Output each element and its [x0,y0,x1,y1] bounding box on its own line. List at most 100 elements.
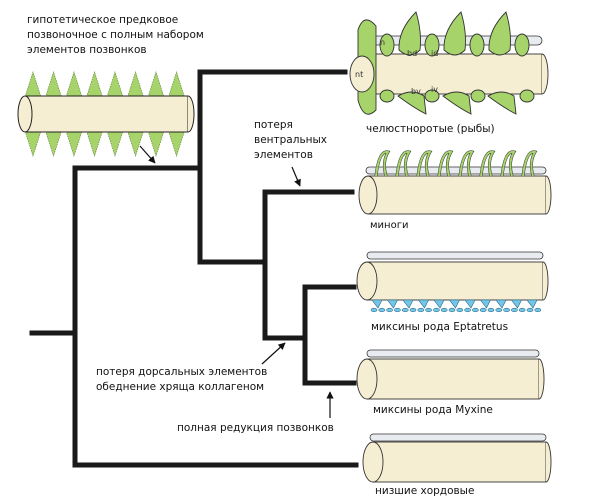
ventral-cartilage [433,299,445,309]
interdorsal-element [469,33,485,57]
annotation-line: потеря [254,119,293,131]
ventral-spike [127,130,144,157]
dorsal-spike [106,71,124,98]
taxon-label-lower-chordates: низшие хордовые [375,485,475,497]
label-id: id [431,49,438,58]
ventral-spike [86,130,103,157]
lamprey-arcualia [417,150,432,177]
ventral-cartilage-nodule [370,307,378,313]
interventral-element [470,89,486,103]
arrow-ventral-loss [291,166,301,187]
ventral-cartilage-nodule [518,307,526,313]
lamprey-arcualia [459,150,474,177]
ventral-cartilage-nodule [456,307,464,313]
taxon-label-eptatretus: миксины рода Eptatretus [371,321,509,333]
myxine-illustration [356,349,545,400]
basidorsal-element [398,11,421,56]
lamprey-arcualia [375,150,390,177]
lamprey-arcualia [438,150,453,177]
annotation-full-reduction: полная редукция позвонков [177,422,334,434]
interventral-element [519,89,535,103]
ventral-cartilage-nodule [409,307,417,313]
dorsal-spike [45,71,62,98]
ventral-cartilage [386,299,398,309]
ventral-cartilage [479,299,491,309]
ventral-cartilage [448,299,460,309]
eptatretus-illustration [356,251,549,313]
ventral-cartilage-nodule [526,307,534,313]
basiventral-element [397,91,427,115]
ventral-cartilage [464,299,476,309]
ventral-cartilage [371,299,383,309]
ventral-spike [106,130,124,157]
ventral-cartilage [417,299,429,309]
interdorsal-element [514,33,530,57]
ventral-cartilage-nodule [417,307,425,313]
ventral-cartilage-nodule [503,307,510,313]
ancestor-label-line: гипотетическое предковое [27,14,179,26]
basiventral-element [442,91,472,115]
ventral-cartilage-nodule [487,307,495,313]
label-bd: bd [407,49,417,58]
label-iv: iv [431,85,438,94]
interventral-element [424,89,440,103]
ventral-cartilage-nodule [534,307,542,313]
ancestor-label-line: элементов позвонков [27,44,147,56]
annotation-line: потеря дорсальных элементов [96,366,268,378]
lamprey-arcualia [501,150,516,177]
ancestor-label-line: позвоночное с полным набором [27,29,204,41]
basidorsal-element [443,11,466,56]
annotation-line: обеднение хряща коллагеном [96,381,265,393]
annotation-ventral-loss: потеря вентральных элементов [254,118,327,163]
lamprey-arcualia [396,150,411,177]
ventral-cartilage-nodule [511,307,518,313]
arrow-ancestor [139,145,156,164]
taxon-label-myxine: миксины рода Myxine [373,404,493,416]
dorsal-spike [86,71,103,98]
ventral-cartilage [402,299,414,309]
dorsal-spike [24,71,42,98]
basiventral-element [487,91,517,115]
interdorsal-element [379,33,395,57]
ancestor-illustration [17,71,195,157]
ventral-cartilage [510,299,522,309]
taxon-label-lampreys: миноги [370,220,409,231]
ventral-spike [24,130,42,157]
gnathostome-illustration: nt n bd id bv iv [349,11,549,115]
ventral-cartilage-nodule [495,307,503,313]
ventral-cartilage-nodule [440,307,448,313]
label-bv: bv [411,87,421,96]
ventral-cartilage-nodule [479,307,487,313]
ventral-cartilage-nodule [448,307,456,313]
annotation-arrows [139,145,334,418]
ventral-spike [147,130,165,157]
lower-chordate-illustration [362,433,552,483]
annotation-dorsal-loss: потеря дорсальных элементов обеднение хр… [96,365,267,395]
ventral-cartilage-nodule [433,307,440,313]
interventral-element [379,89,395,103]
lamprey-arcualia [522,150,537,177]
ventral-spike [65,130,83,157]
arrow-dorsal-loss [261,342,286,365]
ventral-spike [45,130,62,157]
ventral-spike [168,130,185,157]
dorsal-spike [127,71,144,98]
annotation-line: элементов [254,149,313,161]
dorsal-spike [168,71,185,98]
ventral-cartilage-nodule [394,307,401,313]
label-n: n [380,38,385,47]
lamprey-arcualia [480,150,495,177]
ancestor-label: гипотетическое предковое позвоночное с п… [27,13,204,58]
ventral-cartilage-nodule [378,307,386,313]
label-nt: nt [355,70,363,79]
ventral-cartilage [495,299,507,309]
annotation-line: вентральных [254,134,327,146]
interdorsal-element [424,33,440,57]
taxon-label-gnathostomes: челюстноротые (рыбы) [366,123,495,135]
lamprey-illustration [358,150,552,215]
ventral-cartilage-nodule [472,307,479,313]
tree-branches [29,69,359,468]
dorsal-spike [65,71,83,98]
dorsal-spike [147,71,165,98]
